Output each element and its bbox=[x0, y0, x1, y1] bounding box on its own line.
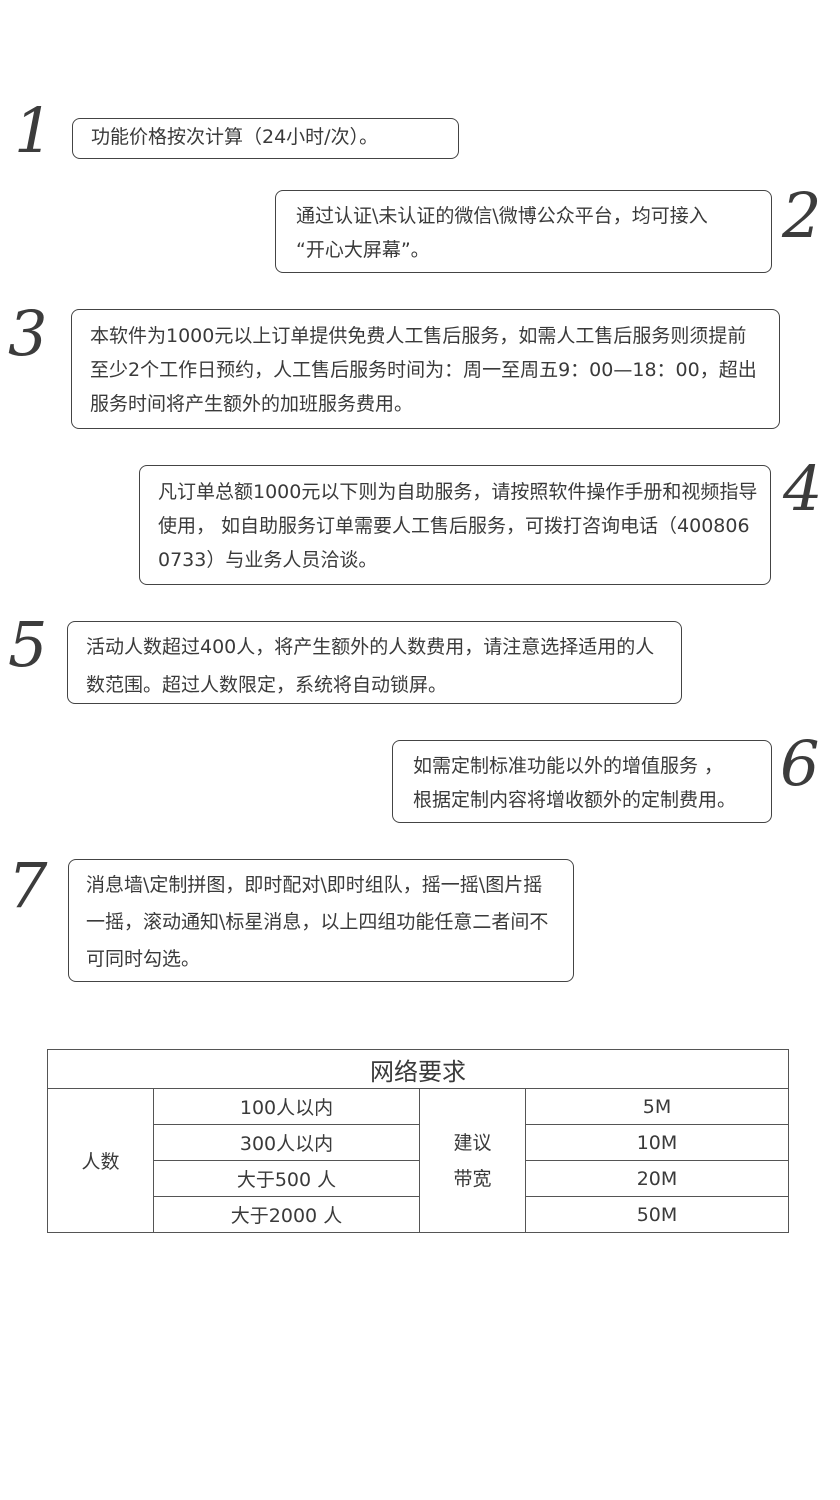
note-box-1: 功能价格按次计算（24小时/次）。 bbox=[72, 118, 459, 159]
table-title: 网络要求 bbox=[47, 1049, 789, 1089]
people-cell: 300人以内 bbox=[153, 1124, 420, 1161]
bandwidth-cell: 20M bbox=[525, 1160, 789, 1197]
table-row: 300人以内 10M bbox=[48, 1124, 789, 1161]
people-cell: 100人以内 bbox=[153, 1088, 420, 1125]
note-box-5: 活动人数超过400人，将产生额外的人数费用，请注意选择适用的人数范围。超过人数限… bbox=[67, 621, 682, 704]
item-number-7: 7 bbox=[8, 849, 48, 922]
bandwidth-header-cell: 建议 带宽 bbox=[419, 1088, 526, 1233]
item-number-4: 4 bbox=[783, 452, 823, 525]
item-number-3: 3 bbox=[8, 297, 48, 370]
people-cell: 大于500 人 bbox=[153, 1160, 420, 1197]
note-box-6: 如需定制标准功能以外的增值服务 ， 根据定制内容将增收额外的定制费用。 bbox=[392, 740, 772, 823]
network-requirements-table: 网络要求 人数 100人以内 建议 带宽 5M 300人以内 10M 大于500… bbox=[47, 1049, 789, 1233]
note-box-2: 通过认证\未认证的微信\微博公众平台，均可接入 “开心大屏幕”。 bbox=[275, 190, 772, 273]
note-box-3: 本软件为1000元以上订单提供免费人工售后服务，如需人工售后服务则须提前至少2个… bbox=[71, 309, 780, 429]
bandwidth-cell: 50M bbox=[525, 1196, 789, 1233]
table-row: 大于2000 人 50M bbox=[48, 1196, 789, 1233]
people-header-cell: 人数 bbox=[47, 1088, 154, 1233]
bandwidth-cell: 5M bbox=[525, 1088, 789, 1125]
note-box-4: 凡订单总额1000元以下则为自助服务，请按照软件操作手册和视频指导使用， 如自助… bbox=[139, 465, 771, 585]
people-cell: 大于2000 人 bbox=[153, 1196, 420, 1233]
table-row: 人数 100人以内 建议 带宽 5M bbox=[47, 1088, 789, 1233]
item-number-5: 5 bbox=[8, 608, 48, 681]
item-number-2: 2 bbox=[782, 179, 822, 252]
table-row: 大于500 人 20M bbox=[48, 1160, 789, 1197]
bandwidth-cell: 10M bbox=[525, 1124, 789, 1161]
note-box-7: 消息墙\定制拼图，即时配对\即时组队，摇一摇\图片摇一摇，滚动通知\标星消息，以… bbox=[68, 859, 574, 982]
item-number-6: 6 bbox=[780, 727, 820, 800]
item-number-1: 1 bbox=[14, 94, 54, 167]
